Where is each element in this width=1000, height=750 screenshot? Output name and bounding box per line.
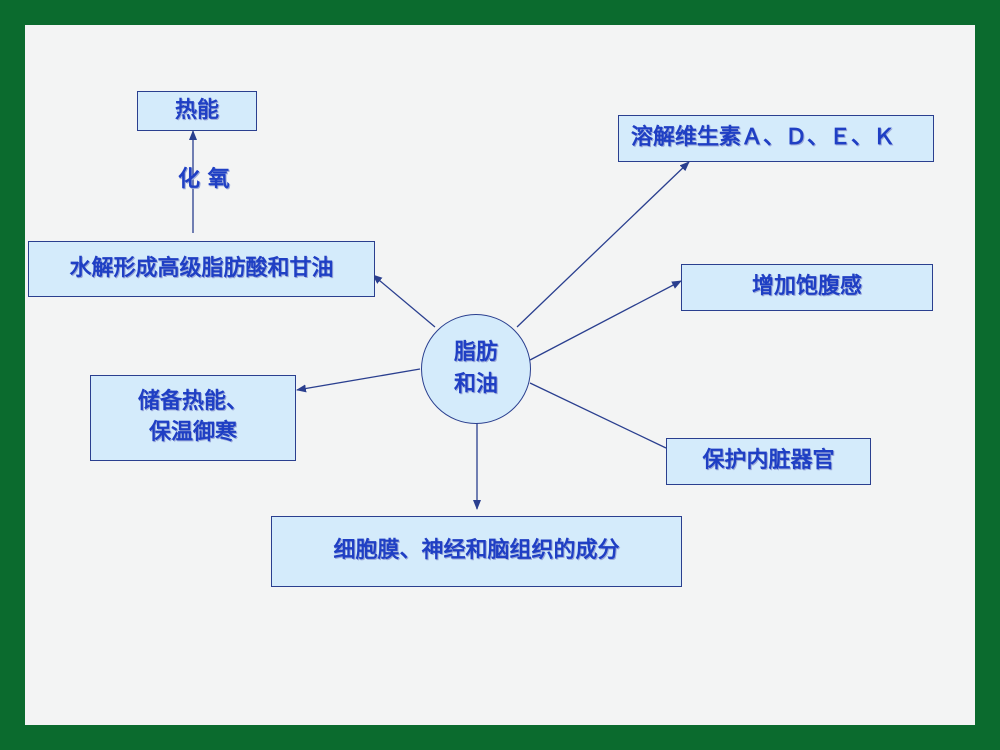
storage-text-line2: 保温御寒 [148, 420, 237, 445]
hydrolysis-box: 水解形成高级脂肪酸和甘油 [28, 241, 375, 297]
slide: 热能 化 氧 水解形成高级脂肪酸和甘油 储备热能、 保温御寒 细胞膜、神经和脑组… [25, 25, 975, 725]
line-to-protect-organs [529, 382, 667, 449]
vitamins-text: 溶解维生素Ａ、Ｄ、Ｅ、Ｋ [631, 125, 896, 151]
satiety-box: 增加饱腹感 [681, 264, 933, 311]
center-node-fat-and-oil: 脂肪 和油 [421, 314, 531, 424]
protect-organs-text: 保护内脏器官 [702, 448, 835, 474]
vitamins-box: 溶解维生素Ａ、Ｄ、Ｅ、Ｋ [618, 115, 934, 162]
cell-membrane-text: 细胞膜、神经和脑组织的成分 [333, 538, 620, 564]
protect-organs-box: 保护内脏器官 [666, 438, 871, 485]
heat-energy-text: 热能 [174, 97, 219, 123]
storage-box: 储备热能、 保温御寒 [90, 375, 296, 461]
arrow-to-hydrolysis [372, 274, 436, 328]
arrow-to-vitamins [516, 161, 690, 328]
oxidation-label: 化 氧 [178, 167, 230, 192]
hydrolysis-text: 水解形成高级脂肪酸和甘油 [69, 255, 334, 281]
heat-energy-box: 热能 [137, 91, 257, 131]
connector-arrows [189, 130, 690, 510]
cell-membrane-box: 细胞膜、神经和脑组织的成分 [271, 516, 682, 587]
satiety-text: 增加饱腹感 [751, 274, 862, 300]
storage-text-line1: 储备热能、 [137, 389, 248, 415]
center-text-line1: 脂肪 [453, 340, 498, 366]
arrow-to-satiety [529, 280, 682, 361]
arrow-to-storage [296, 368, 421, 393]
center-text-line2: 和油 [453, 372, 498, 397]
